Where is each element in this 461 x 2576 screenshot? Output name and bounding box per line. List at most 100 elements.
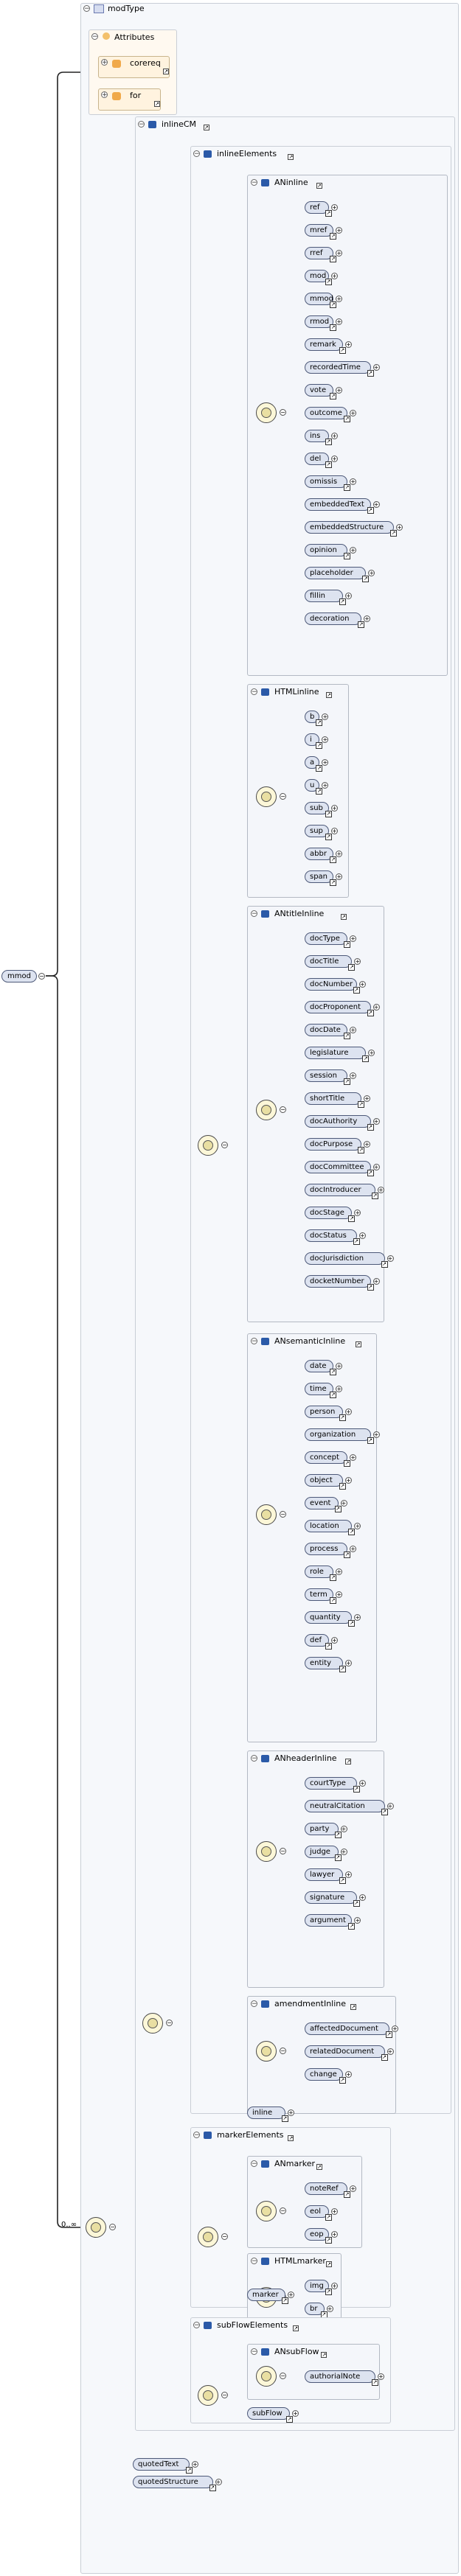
ref-link-icon[interactable]: ↗ <box>325 2289 332 2295</box>
element-rref[interactable]: rref↗ <box>305 247 337 262</box>
element-argument[interactable]: argument↗ <box>305 1914 356 1930</box>
collapse-icon[interactable]: − <box>280 409 286 416</box>
element-marker[interactable]: marker↗ <box>247 2289 288 2304</box>
expand-icon[interactable]: + <box>340 1849 347 1855</box>
choice-compositor-HTMLinline[interactable] <box>256 786 277 807</box>
ref-link-icon[interactable]: ↗ <box>371 2379 378 2386</box>
expand-icon[interactable]: + <box>330 828 338 834</box>
collapse-icon[interactable]: − <box>221 2392 228 2398</box>
element-embeddedStructure[interactable]: embeddedStructure↗ <box>305 521 398 537</box>
amendmentInline-collapse-toggle[interactable]: − <box>251 2000 257 2008</box>
expand-icon[interactable]: + <box>387 1803 394 1809</box>
ref-link-icon[interactable]: ↗ <box>353 1786 360 1793</box>
ref-link-icon[interactable]: ↗ <box>344 553 351 559</box>
element-process[interactable]: process↗ <box>305 1543 351 1558</box>
collapse-icon[interactable]: − <box>280 792 286 800</box>
element-placeholder[interactable]: placeholder↗ <box>305 567 370 582</box>
expand-icon[interactable]: + <box>354 1210 361 1216</box>
expand-icon[interactable]: + <box>364 1095 370 1102</box>
link-icon[interactable]: ↗ <box>326 2261 332 2267</box>
expand-icon[interactable]: + <box>350 1454 357 1461</box>
element-authorialNote[interactable]: authorialNote↗ <box>305 2370 378 2386</box>
ref-link-icon[interactable]: ↗ <box>325 2237 332 2244</box>
element-sup[interactable]: sup↗ <box>305 825 332 840</box>
expand-icon[interactable]: + <box>336 1591 343 1598</box>
link-icon[interactable]: ↗ <box>340 914 347 920</box>
link-icon[interactable]: ↗ <box>316 2164 322 2170</box>
element-ins[interactable]: ins↗ <box>305 430 332 445</box>
expand-icon[interactable]: + <box>330 2283 338 2289</box>
expand-icon[interactable]: + <box>377 2373 384 2380</box>
ref-link-icon[interactable]: ↗ <box>348 1529 356 1535</box>
expand-icon[interactable]: + <box>387 2048 394 2055</box>
ref-link-icon[interactable]: ↗ <box>344 1460 351 1467</box>
ref-link-icon[interactable]: ↗ <box>209 2485 216 2491</box>
element-subFlow[interactable]: subFlow↗ <box>247 2407 294 2423</box>
element-person[interactable]: person↗ <box>305 1406 346 1421</box>
link-icon[interactable]: ↗ <box>350 2004 356 2010</box>
ref-link-icon[interactable]: ↗ <box>325 210 332 217</box>
collapse-icon[interactable]: − <box>221 1142 228 1148</box>
choice-compositor-inlineElements[interactable] <box>198 1135 218 1156</box>
ref-link-icon[interactable]: ↗ <box>381 1809 388 1815</box>
ref-link-icon[interactable]: ↗ <box>334 1506 342 1512</box>
sequence-compositor-subFlowElements[interactable] <box>198 2385 218 2406</box>
expand-icon[interactable]: + <box>364 1141 370 1148</box>
ref-link-icon[interactable]: ↗ <box>367 507 374 514</box>
expand-icon[interactable]: + <box>387 1255 394 1262</box>
element-noteRef[interactable]: noteRef↗ <box>305 2182 351 2198</box>
ref-link-icon[interactable]: ↗ <box>362 1055 370 1062</box>
element-eol[interactable]: eol↗ <box>305 2205 332 2221</box>
element-docketNumber[interactable]: docketNumber↗ <box>305 1275 374 1291</box>
element-sub[interactable]: sub↗ <box>305 802 332 817</box>
expand-icon[interactable]: + <box>330 805 338 811</box>
ref-link-icon[interactable]: ↗ <box>339 1483 346 1490</box>
ref-link-icon[interactable]: ↗ <box>385 2031 392 2038</box>
element-change[interactable]: change↗ <box>305 2068 346 2084</box>
element-organization[interactable]: organization↗ <box>305 1428 374 1444</box>
sequence-compositor-modType[interactable] <box>86 2217 106 2238</box>
ref-link-icon[interactable]: ↗ <box>367 1124 374 1131</box>
ref-link-icon[interactable]: ↗ <box>344 1033 351 1039</box>
ANmarker-collapse-toggle[interactable]: − <box>251 2160 257 2168</box>
ref-link-icon[interactable]: ↗ <box>330 1392 337 1398</box>
link-icon[interactable]: ↗ <box>203 125 209 130</box>
expand-icon[interactable]: + <box>215 2479 222 2485</box>
element-shortTitle[interactable]: shortTitle↗ <box>305 1092 364 1108</box>
expand-icon[interactable]: + <box>330 433 338 439</box>
ref-link-icon[interactable]: ↗ <box>316 742 323 749</box>
expand-icon[interactable]: + <box>322 782 329 789</box>
expand-icon[interactable]: + <box>287 2291 294 2298</box>
element-neutralCitation[interactable]: neutralCitation↗ <box>305 1800 388 1815</box>
element-a[interactable]: a↗ <box>305 756 323 772</box>
HTMLinline-collapse-toggle[interactable]: − <box>251 688 257 696</box>
element-docAuthority[interactable]: docAuthority↗ <box>305 1115 374 1131</box>
element-opinion[interactable]: opinion↗ <box>305 544 351 559</box>
expand-icon[interactable]: + <box>287 2109 294 2116</box>
inlineElements-collapse-toggle[interactable]: − <box>193 150 200 158</box>
element-docProponent[interactable]: docProponent↗ <box>305 1001 374 1016</box>
link-icon[interactable]: ↗ <box>288 154 294 160</box>
ref-link-icon[interactable]: ↗ <box>330 879 337 886</box>
element-docDate[interactable]: docDate↗ <box>305 1024 351 1039</box>
expand-icon[interactable]: + <box>336 873 343 880</box>
element-mmod[interactable]: mmod↗ <box>305 293 337 308</box>
element-inline[interactable]: inline↗ <box>247 2106 288 2122</box>
ref-link-icon[interactable]: ↗ <box>186 2467 193 2474</box>
ref-link-icon[interactable]: ↗ <box>362 576 370 582</box>
expand-icon[interactable]: + <box>350 547 357 554</box>
ref-link-icon[interactable]: ↗ <box>344 941 351 948</box>
ref-link-icon[interactable]: ↗ <box>330 1574 337 1581</box>
element-concept[interactable]: concept↗ <box>305 1451 351 1467</box>
element-docNumber[interactable]: docNumber↗ <box>305 978 360 994</box>
ref-link-icon[interactable]: ↗ <box>390 530 398 537</box>
ref-link-icon[interactable]: ↗ <box>367 1010 374 1016</box>
choice-compositor-amendmentInline[interactable] <box>256 2041 277 2062</box>
collapse-icon[interactable]: − <box>280 2373 286 2379</box>
expand-icon[interactable]: + <box>326 2306 333 2312</box>
expand-icon[interactable]: + <box>330 1637 338 1644</box>
expand-icon[interactable]: + <box>391 2025 398 2032</box>
link-icon[interactable]: ↗ <box>163 69 169 74</box>
ref-link-icon[interactable]: ↗ <box>348 1215 356 1222</box>
ref-link-icon[interactable]: ↗ <box>339 2077 346 2084</box>
